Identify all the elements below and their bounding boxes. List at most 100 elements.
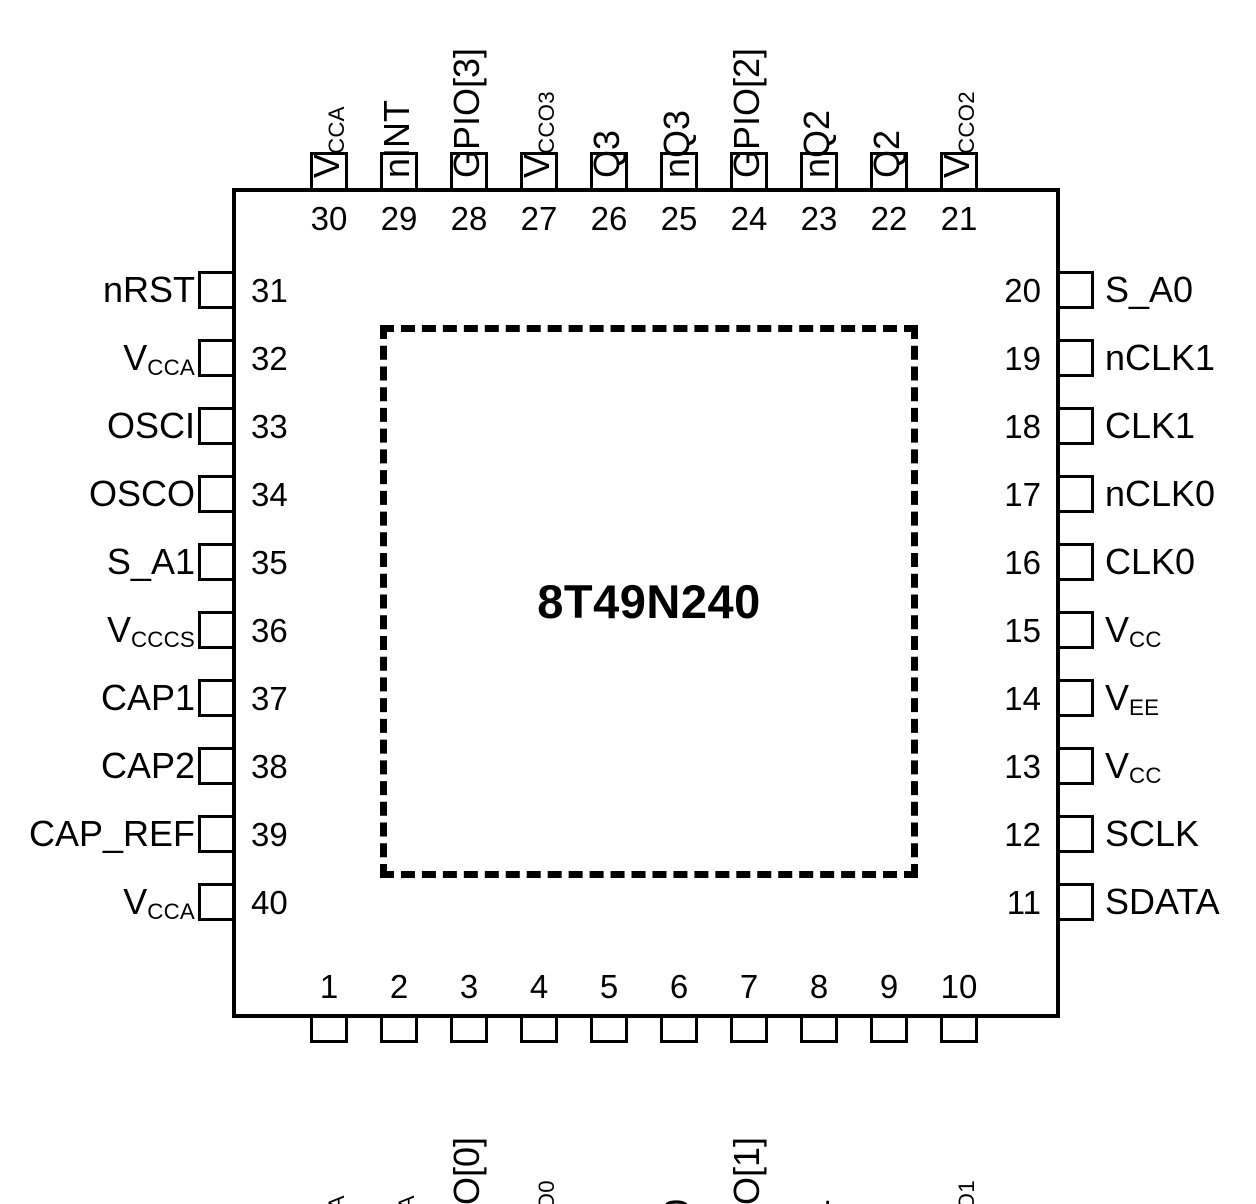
pin-tab-31 (198, 271, 232, 309)
pin-label-33: OSCI (106, 405, 195, 446)
pin-tab-14 (1060, 679, 1094, 717)
pin-label-18: CLK1 (1105, 405, 1196, 446)
exposed-pad-dashed-outline (380, 325, 918, 878)
pin-number-27: 27 (520, 200, 558, 237)
pin-label-14: VEE (1105, 677, 1160, 720)
pin-label-8: nQ1 (796, 1087, 837, 1204)
pin-tab-29 (380, 152, 418, 188)
pin-number-18: 18 (1004, 408, 1041, 445)
pin-label-32: VCCA (123, 337, 195, 380)
pin-label-25: nQ3 (656, 109, 697, 178)
pin-tab-19 (1060, 339, 1094, 377)
pin-tab-20 (1060, 271, 1094, 309)
pin-tab-32 (198, 339, 232, 377)
pin-tab-8 (800, 1018, 838, 1043)
pin-label-12: SCLK (1105, 813, 1200, 854)
pin-tab-11 (1060, 883, 1094, 921)
pin-number-4: 4 (529, 968, 549, 1005)
pin-number-30: 30 (310, 200, 348, 237)
pin-tab-28 (450, 152, 488, 188)
pin-label-28: GPIO[3] (446, 47, 487, 178)
pin-number-28: 28 (450, 200, 488, 237)
pin-tab-30 (310, 152, 348, 188)
pin-tab-10 (940, 1018, 978, 1043)
pin-tab-26 (590, 152, 628, 188)
pin-tab-40 (198, 883, 232, 921)
pin-tab-18 (1060, 407, 1094, 445)
pin-label-9: Q1 (869, 1087, 905, 1204)
pin-label-7: GPIO[1] (726, 1136, 767, 1204)
pin-tab-5 (590, 1018, 628, 1043)
pin-number-38: 38 (251, 748, 288, 785)
pin-number-2: 2 (389, 968, 409, 1005)
pin-number-19: 19 (1004, 340, 1041, 377)
pin-label-29: nINT (376, 99, 417, 178)
pin-number-23: 23 (800, 200, 838, 237)
pin-label-40: VCCA (123, 881, 195, 924)
pin-label-38: CAP2 (100, 745, 195, 786)
pin-number-12: 12 (1004, 816, 1041, 853)
pin-label-23: nQ2 (796, 109, 837, 178)
pin-label-4: VCCO0 (519, 1087, 559, 1204)
pin-label-21: VCCO2 (936, 91, 979, 178)
pin-tab-38 (198, 747, 232, 785)
pin-number-13: 13 (1004, 748, 1041, 785)
pin-label-39: CAP_REF (28, 813, 195, 854)
pin-tab-6 (660, 1018, 698, 1043)
pin-label-10: VCCO1 (939, 1087, 979, 1204)
pin-label-37: CAP1 (100, 677, 195, 718)
pin-number-9: 9 (879, 968, 899, 1005)
pin-tab-33 (198, 407, 232, 445)
pin-label-30: VCCA (306, 106, 349, 178)
pin-number-24: 24 (730, 200, 768, 237)
pin-tab-7 (730, 1018, 768, 1043)
pin-label-16: CLK0 (1105, 541, 1196, 582)
pin-tab-24 (730, 152, 768, 188)
pin-number-40: 40 (251, 884, 288, 921)
pin-number-15: 15 (1004, 612, 1041, 649)
pin-number-29: 29 (380, 200, 418, 237)
pin-tab-36 (198, 611, 232, 649)
pin-number-3: 3 (459, 968, 479, 1005)
pin-number-26: 26 (590, 200, 628, 237)
pin-number-21: 21 (940, 200, 978, 237)
pin-tab-4 (520, 1018, 558, 1043)
pin-label-11: SDATA (1105, 881, 1220, 922)
pin-tab-12 (1060, 815, 1094, 853)
pin-tab-13 (1060, 747, 1094, 785)
pin-label-34: OSCO (88, 473, 195, 514)
pin-tab-1 (310, 1018, 348, 1043)
pin-tab-39 (198, 815, 232, 853)
pin-label-2: VCCA (379, 1087, 419, 1204)
pin-label-20: S_A0 (1105, 269, 1194, 310)
pin-tab-17 (1060, 475, 1094, 513)
pin-label-27: VCCO3 (516, 91, 559, 178)
pin-label-36: VCCCS (106, 609, 195, 652)
pin-tab-25 (660, 152, 698, 188)
pin-tab-37 (198, 679, 232, 717)
pin-tab-23 (800, 152, 838, 188)
pin-label-5: Q0 (589, 1087, 625, 1204)
pin-number-11: 11 (1006, 884, 1041, 921)
pin-number-8: 8 (809, 968, 829, 1005)
pin-number-31: 31 (251, 272, 288, 309)
pin-label-3: GPIO[0] (446, 1136, 487, 1204)
pin-label-6: nQ0 (656, 1087, 697, 1204)
pin-number-33: 33 (251, 408, 288, 445)
pin-tab-9 (870, 1018, 908, 1043)
pin-number-16: 16 (1004, 544, 1041, 581)
pin-label-15: VCC (1105, 609, 1162, 652)
pin-label-17: nCLK0 (1105, 473, 1216, 514)
pin-number-20: 20 (1004, 272, 1041, 309)
pin-number-17: 17 (1004, 476, 1041, 513)
pin-number-10: 10 (940, 968, 978, 1005)
pin-number-25: 25 (660, 200, 698, 237)
pin-number-36: 36 (251, 612, 288, 649)
pin-tab-16 (1060, 543, 1094, 581)
pin-label-1: VCCA (309, 1087, 349, 1204)
pin-number-39: 39 (251, 816, 288, 853)
pin-number-5: 5 (599, 968, 619, 1005)
pin-tab-27 (520, 152, 558, 188)
pin-tab-21 (940, 152, 978, 188)
